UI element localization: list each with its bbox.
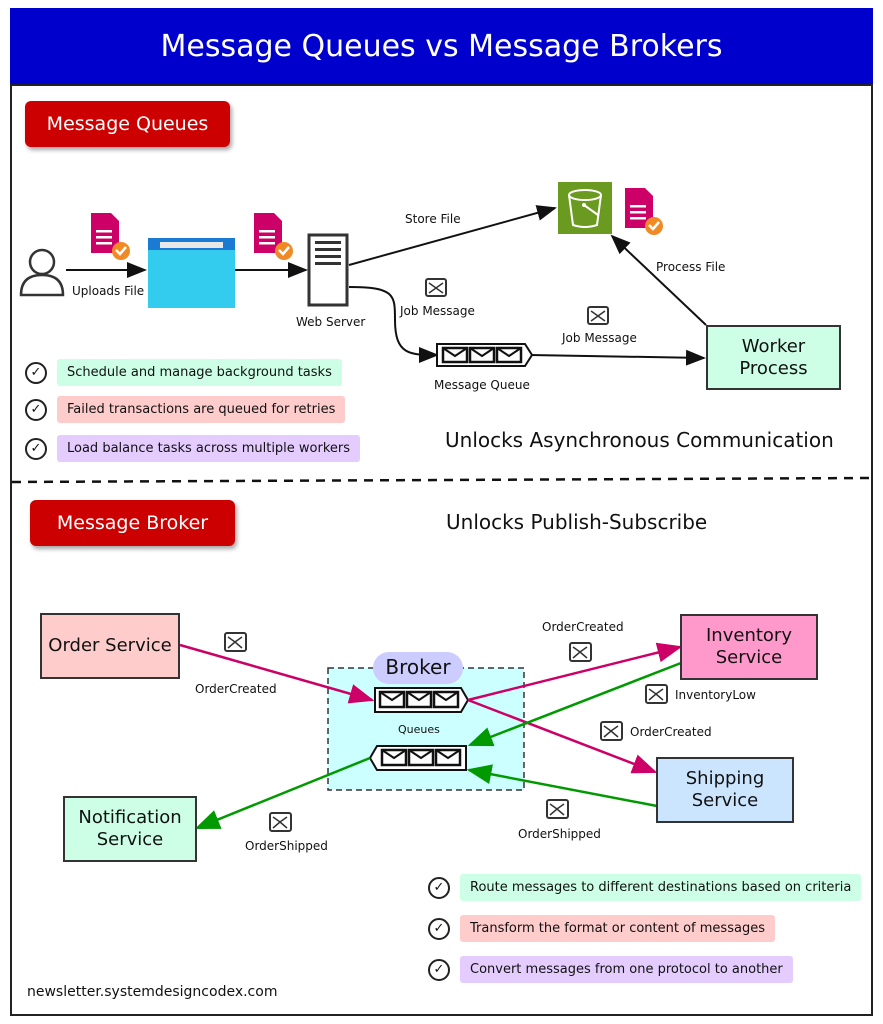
- document-check-icon: [91, 213, 130, 260]
- page-title: Message Queues vs Message Brokers: [10, 8, 873, 86]
- bullet-item: ✓ Schedule and manage background tasks: [25, 359, 342, 386]
- uploads-file-label: Uploads File: [72, 284, 145, 298]
- bullet-item: ✓ Failed transactions are queued for ret…: [25, 396, 346, 423]
- process-file-label: Process File: [656, 260, 726, 274]
- arrow-broker-to-inventory: [467, 642, 683, 702]
- arrow-inventory-to-broker: [467, 661, 682, 747]
- message-label: OrderCreated: [542, 620, 624, 634]
- publish-queue-icon: [374, 687, 470, 713]
- bullet-text: Failed transactions are queued for retri…: [57, 396, 346, 423]
- arrow-store-file: [348, 205, 557, 266]
- bullet-item: ✓ Route messages to different destinatio…: [428, 874, 862, 901]
- message-label: OrderShipped: [518, 827, 601, 841]
- check-circle-icon: ✓: [25, 361, 47, 384]
- arrow-broker-to-shipping: [467, 698, 658, 774]
- arrow-queue-to-worker: [529, 349, 706, 366]
- queues-label: Queues: [398, 723, 440, 736]
- message-queues-badge: Message Queues: [25, 101, 230, 147]
- envelope-icon: [269, 812, 292, 832]
- arrow-order-to-broker: [179, 643, 375, 704]
- bullet-text: Load balance tasks across multiple worke…: [57, 435, 361, 462]
- message-label: OrderShipped: [245, 839, 328, 853]
- subscribe-queue-icon: [368, 745, 467, 771]
- document-check-icon: [254, 213, 293, 260]
- user-icon: [19, 248, 65, 297]
- bullet-text: Transform the format or content of messa…: [460, 915, 775, 942]
- envelope-icon: [569, 642, 592, 662]
- job-message-label: Job Message: [400, 304, 475, 318]
- envelope-icon: [587, 306, 609, 325]
- footer-link[interactable]: newsletter.systemdesigncodex.com: [27, 984, 278, 1000]
- job-message-label: Job Message: [562, 331, 637, 345]
- bullet-text: Route messages to different destinations…: [460, 874, 862, 901]
- envelope-icon: [224, 632, 247, 652]
- web-server-label: Web Server: [296, 315, 366, 329]
- envelope-icon: [645, 684, 668, 704]
- bullet-text: Schedule and manage background tasks: [57, 359, 342, 386]
- bullet-item: ✓ Convert messages from one protocol to …: [428, 956, 793, 983]
- async-tagline: Unlocks Asynchronous Communication: [445, 428, 834, 452]
- bullet-item: ✓ Load balance tasks across multiple wor…: [25, 435, 361, 462]
- document-check-icon: [625, 188, 663, 235]
- arrow-process-file: [610, 234, 707, 326]
- envelope-icon: [546, 799, 569, 819]
- check-circle-icon: ✓: [25, 437, 47, 460]
- section-divider: [11, 476, 873, 484]
- web-browser-icon: [148, 238, 235, 308]
- broker-label: Broker: [385, 655, 451, 679]
- message-queue-icon: [436, 343, 534, 367]
- envelope-icon: [600, 721, 623, 741]
- check-circle-icon: ✓: [428, 958, 450, 981]
- message-broker-badge: Message Broker: [30, 500, 235, 546]
- check-circle-icon: ✓: [428, 917, 450, 940]
- bullet-item: ✓ Transform the format or content of mes…: [428, 915, 775, 942]
- arrow-broker-to-notification: [194, 756, 371, 830]
- message-label: OrderCreated: [195, 682, 277, 696]
- web-server-icon: [307, 233, 349, 307]
- inventory-service-box: Inventory Service: [680, 614, 818, 680]
- check-circle-icon: ✓: [428, 876, 450, 899]
- arrow-shipping-to-broker: [466, 764, 658, 808]
- shipping-service-box: Shipping Service: [656, 757, 794, 823]
- storage-bucket-icon: [558, 182, 612, 234]
- store-file-label: Store File: [405, 212, 461, 226]
- message-queue-label: Message Queue: [434, 378, 530, 392]
- check-circle-icon: ✓: [25, 398, 47, 421]
- order-service-box: Order Service: [40, 613, 180, 679]
- message-label: OrderCreated: [630, 725, 712, 739]
- worker-process-box: Worker Process: [706, 325, 841, 390]
- notification-service-box: Notification Service: [63, 796, 197, 862]
- arrow-job-message: [348, 286, 439, 363]
- bullet-text: Convert messages from one protocol to an…: [460, 956, 793, 983]
- envelope-icon: [425, 278, 447, 297]
- message-label: InventoryLow: [675, 688, 756, 702]
- pubsub-tagline: Unlocks Publish-Subscribe: [446, 510, 708, 534]
- broker-pill: [373, 652, 463, 684]
